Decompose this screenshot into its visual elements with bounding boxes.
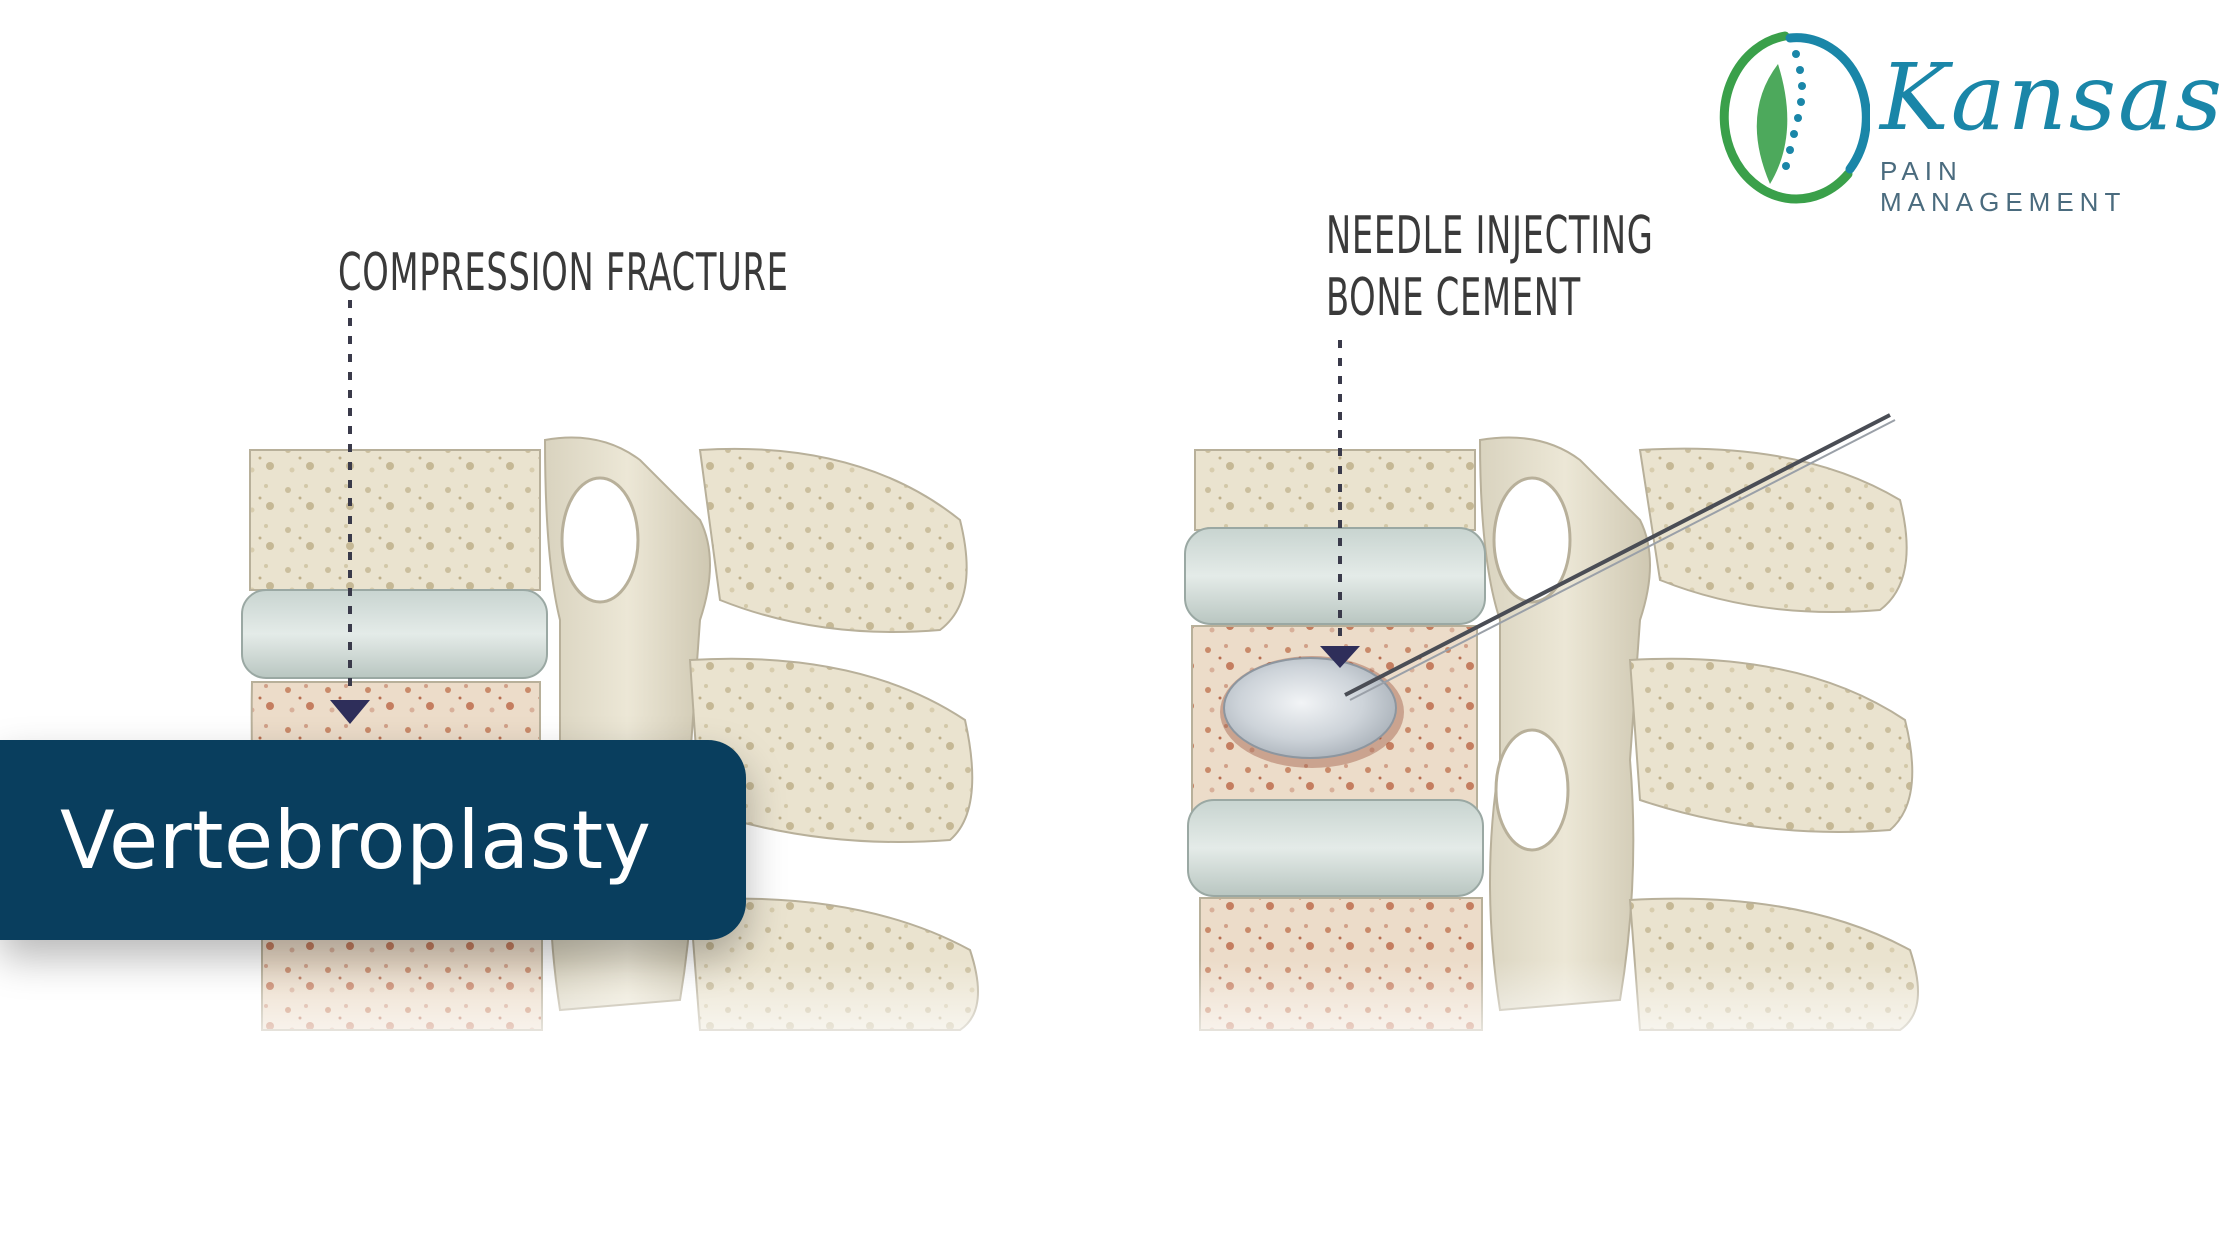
spine-leaf-logo-icon: [1719, 31, 1870, 204]
logo-brand-name: Kansas: [1880, 44, 2225, 151]
needle-label-line1: NEEDLE INJECTING: [1326, 206, 1654, 266]
needle-label-line2: BONE CEMENT: [1326, 268, 1581, 329]
title-banner: Vertebroplasty: [0, 740, 746, 940]
compression-fracture-label: COMPRESSION FRACTURE: [338, 243, 789, 303]
logo-tagline: PAIN MANAGEMENT: [1880, 156, 2127, 217]
page-title: Vertebroplasty: [60, 793, 652, 887]
needle-injecting-label: NEEDLE INJECTING BONE CEMENT: [1326, 205, 1654, 330]
spine-after: [1184, 340, 1919, 1031]
company-logo: Kansas PAIN MANAGEMENT: [1700, 24, 2222, 217]
